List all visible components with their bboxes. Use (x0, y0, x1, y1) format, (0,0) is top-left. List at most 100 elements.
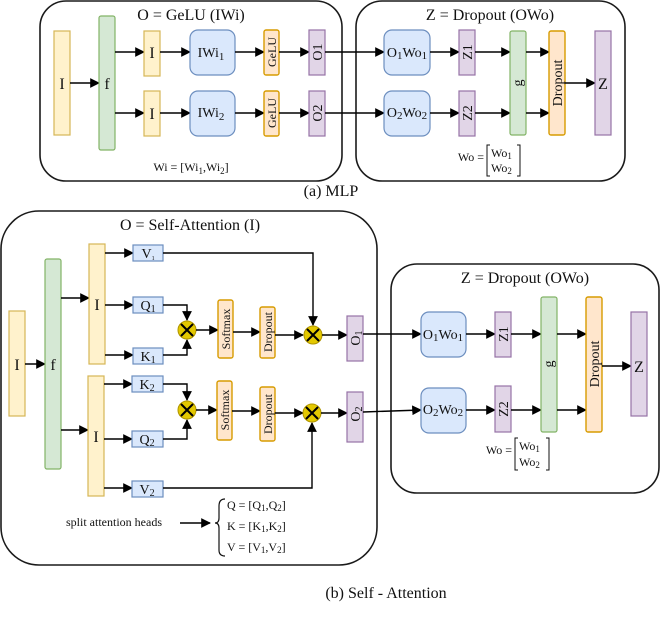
attn-caption: (b) Self - Attention (325, 585, 446, 602)
attn-v2-block (131, 480, 164, 498)
attn-dropout1-label: Dropout (261, 311, 275, 352)
bracket-left (486, 144, 490, 177)
attn-head2-input-label: I (93, 429, 98, 446)
attn-wo-lhs: Wo = (486, 443, 512, 457)
attn-left-frame (0, 210, 378, 566)
attn-o1-label: O1 (349, 330, 365, 345)
mlp-left-frame (39, 0, 343, 182)
mlp-right-frame (355, 0, 626, 182)
mlp-gelu1-label: GeLU (265, 37, 279, 67)
attn-dropout-label: Dropout (588, 341, 603, 388)
attn-o2wo2-label: O2Wo2 (423, 403, 463, 419)
attn-input-label: I (14, 357, 19, 374)
attn-o1wo1-label: O1Wo1 (423, 328, 463, 344)
attn-dropout-block (585, 296, 603, 433)
attn-softmax1-label: Softmax (219, 309, 233, 350)
attn-z1-label: Z1 (497, 326, 512, 342)
bracket-right (546, 437, 550, 471)
edge-q1-to-mul1 (163, 304, 192, 321)
mlp-o1wo1-label: O1Wo1 (387, 46, 427, 62)
mlp-dropout-label: Dropout (551, 60, 566, 107)
mlp-branch1-input-label: I (149, 45, 154, 62)
mlp-wo-row1: Wo1 (491, 146, 512, 161)
edge-v1-to-mul2 (163, 252, 318, 326)
attn-o2-block (346, 391, 364, 443)
attention-panel: O = Self-Attention (I) Z = Dropout (OWo)… (0, 210, 660, 602)
mlp-iwi2-label: IWi2 (198, 106, 225, 123)
attn-q-formula: Q = [Q1,Q2] (227, 498, 286, 513)
attn-dropout1-block (259, 306, 276, 359)
attn-right-title: Z = Dropout (OWo) (461, 270, 589, 287)
attn-output-block (630, 311, 648, 417)
mlp-output-label: Z (598, 76, 608, 93)
attn-q1-label: Q1 (140, 299, 155, 315)
attn-gather-label: g (542, 361, 557, 368)
attn-z2-label: Z2 (497, 401, 512, 417)
attn-softmax2-label: Softmax (218, 390, 232, 431)
mlp-branch2-input-label: I (149, 106, 154, 123)
attn-mul1-icon (177, 320, 197, 340)
attn-mul3-icon (177, 400, 197, 420)
attn-v2-label: V2 (139, 483, 154, 499)
mlp-o2-label: O2 (311, 104, 326, 121)
mlp-output-block (594, 30, 612, 136)
attn-softmax1-block (217, 299, 234, 359)
attn-k-formula: K = [K1,K2] (227, 519, 286, 534)
attn-z2-block (494, 385, 512, 433)
attn-head1-input (88, 243, 106, 365)
mlp-wo-row2: Wo2 (491, 161, 512, 176)
mlp-o2wo2-label: O2Wo2 (387, 106, 427, 122)
attn-mul2-icon (303, 325, 323, 345)
attn-v1-label: V1 (141, 247, 154, 262)
attn-brace (214, 498, 226, 557)
attn-head2-input (87, 375, 105, 497)
attn-k2-label: K2 (139, 378, 154, 394)
mlp-o1-label: O1 (311, 43, 326, 60)
edge-k1-to-mul1 (163, 339, 192, 356)
edge-o2-to-o2wo2 (362, 405, 422, 416)
attn-v-formula: V = [V1,V2] (227, 540, 286, 555)
mlp-z1-label: Z1 (461, 44, 476, 60)
mlp-gelu2-label: GeLU (265, 98, 279, 128)
attn-left-title: O = Self-Attention (I) (120, 217, 260, 234)
mlp-split-label: f (104, 76, 110, 93)
mlp-wo-formula: Wo = Wo1 Wo2 (458, 144, 521, 177)
bracket-left (514, 437, 518, 471)
attn-split-heads-label: split attention heads (66, 515, 162, 529)
attn-k1-label: K1 (140, 350, 155, 366)
attn-dropout2-block (259, 386, 276, 442)
attn-right-frame (390, 263, 660, 494)
mlp-z2-label: Z2 (461, 105, 476, 121)
attn-wo-row1: Wo1 (519, 439, 540, 454)
attn-split-block (44, 258, 62, 470)
attn-mul4-icon (302, 403, 322, 423)
mlp-wi-formula: Wi = [Wi1,Wi2] (153, 160, 228, 176)
mlp-gather-label: g (511, 80, 526, 87)
edge-k2-to-mul3 (163, 383, 192, 401)
mlp-caption: (a) MLP (304, 183, 359, 200)
attn-gather-block (540, 296, 558, 433)
mlp-right-title: Z = Dropout (OWo) (426, 7, 554, 24)
mlp-branch1-input (143, 30, 161, 77)
attn-k1-block (132, 347, 164, 365)
attn-o2-label: O2 (349, 406, 365, 421)
mlp-split-block (98, 15, 116, 151)
bracket-right (517, 144, 521, 177)
attn-split-label: f (50, 357, 56, 374)
attn-wo-row2: Wo2 (519, 455, 540, 470)
attn-o1-block (346, 315, 364, 362)
mlp-left-title: O = GeLU (IWi) (137, 7, 244, 24)
mlp-gather-block (509, 30, 527, 136)
attn-dropout2-label: Dropout (261, 393, 275, 434)
mlp-panel: O = GeLU (IWi) Z = Dropout (OWo) I f I I… (39, 0, 626, 200)
mlp-input-label: I (59, 76, 64, 93)
mlp-wo-lhs: Wo = (458, 150, 484, 164)
attn-output-label: Z (634, 359, 644, 376)
attn-wo-formula: Wo = Wo1 Wo2 (486, 437, 550, 471)
mlp-iwi1-label: IWi1 (198, 46, 225, 63)
attn-head1-input-label: I (94, 297, 99, 314)
edge-q2-to-mul3 (163, 419, 192, 440)
edge-v2-to-mul4 (163, 422, 317, 489)
attn-q2-label: Q2 (139, 433, 154, 449)
